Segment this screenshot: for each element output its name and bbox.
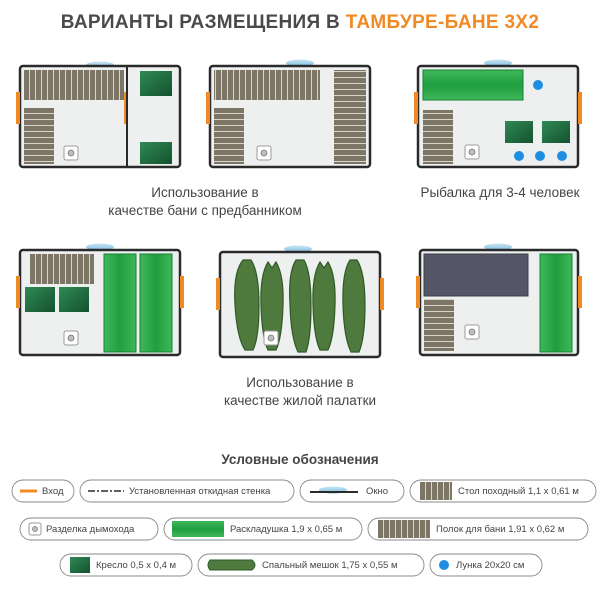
legend-item-sleeping-bag: Спальный мешок 1,75 х 0,55 м — [197, 553, 425, 577]
legend-label: Кресло 0,5 х 0,4 м — [96, 560, 176, 571]
bench — [214, 70, 320, 100]
bench — [423, 110, 453, 164]
cot — [422, 69, 524, 101]
legend-item-chimney: Разделка дымохода — [19, 517, 159, 541]
legend-label: Разделка дымохода — [46, 524, 135, 535]
bench — [24, 70, 124, 100]
legend-label: Полок для бани 1,91 х 0,62 м — [436, 524, 564, 535]
legend-title: Условные обозначения — [221, 452, 379, 467]
chair — [59, 287, 89, 312]
ice-hole — [514, 151, 524, 161]
bench — [334, 70, 366, 164]
legend: Вход Установленная откидная стенка Окно … — [11, 479, 597, 577]
legend-item-hole: Лунка 20х20 см — [429, 553, 543, 577]
title-main: ВАРИАНТЫ РАЗМЕЩЕНИЯ В — [60, 12, 346, 33]
chair — [140, 142, 172, 164]
caption-living-tent: Использование в качестве жилой палатки — [190, 374, 410, 410]
table-icon — [420, 482, 452, 500]
table — [423, 253, 529, 297]
sleeping-bag-icon — [207, 559, 256, 571]
legend-label: Лунка 20х20 см — [456, 560, 524, 571]
layout-bath — [206, 59, 372, 169]
legend-label: Вход — [42, 486, 64, 497]
entrance-mark — [414, 92, 418, 124]
bench-icon — [378, 520, 430, 538]
legend-label: Окно — [366, 486, 388, 497]
layout-bath-with-dressing-room — [16, 61, 182, 169]
caption-line: качестве жилой палатки — [223, 393, 377, 408]
entrance-mark — [16, 276, 20, 308]
chair — [505, 121, 533, 143]
sleeping-bags — [234, 259, 366, 353]
entrance-mark — [216, 278, 220, 310]
legend-label: Установленная откидная стенка — [129, 486, 271, 497]
layout-living-cots — [16, 243, 184, 357]
entrance-mark — [16, 92, 20, 124]
entrance-mark — [578, 276, 582, 308]
bench — [30, 254, 94, 284]
legend-item-wall: Установленная откидная стенка — [79, 479, 295, 503]
cot-icon — [172, 521, 224, 537]
chair — [25, 287, 55, 312]
chair — [140, 71, 172, 96]
legend-item-cot: Раскладушка 1,9 х 0,65 м — [163, 517, 363, 541]
chair — [542, 121, 570, 143]
legend-item-chair: Кресло 0,5 х 0,4 м — [59, 553, 193, 577]
layout-fishing — [414, 59, 582, 169]
entrance-mark — [416, 276, 420, 308]
bench — [424, 299, 454, 351]
caption-bath: Использование в качестве бани с предбанн… — [100, 184, 310, 220]
entrance-mark — [578, 92, 582, 124]
chair-icon — [70, 557, 90, 573]
bench — [24, 108, 54, 164]
cot — [103, 253, 137, 353]
ice-hole-icon — [439, 560, 449, 570]
cot — [539, 253, 573, 353]
legend-label: Стол походный 1,1 х 0,61 м — [458, 486, 579, 497]
caption-line: качестве бани с предбанником — [108, 203, 302, 218]
caption-line: Рыбалка для 3-4 человек — [420, 185, 580, 200]
ice-hole — [535, 151, 545, 161]
caption-line: Использование в — [151, 185, 259, 200]
layout-living-table — [416, 243, 582, 357]
legend-label: Спальный мешок 1,75 х 0,55 м — [262, 560, 398, 571]
cot — [139, 253, 173, 353]
page-title: ВАРИАНТЫ РАЗМЕЩЕНИЯ В ТАМБУРЕ-БАНЕ 3Х2 — [0, 12, 600, 34]
legend-item-entrance: Вход — [11, 479, 75, 503]
caption-line: Использование в — [246, 375, 354, 390]
entrance-mark — [180, 276, 184, 308]
layout-living-tent — [216, 245, 384, 359]
legend-label: Раскладушка 1,9 х 0,65 м — [230, 524, 342, 535]
ice-hole — [533, 80, 543, 90]
bench — [214, 108, 244, 164]
caption-fishing: Рыбалка для 3-4 человек — [400, 184, 600, 202]
ice-hole — [557, 151, 567, 161]
entrance-mark — [206, 92, 210, 124]
entrance-mark — [380, 278, 384, 310]
legend-item-window: Окно — [299, 479, 405, 503]
legend-item-bench: Полок для бани 1,91 х 0,62 м — [367, 517, 589, 541]
title-accent: ТАМБУРЕ-БАНЕ 3Х2 — [345, 12, 540, 33]
legend-item-table: Стол походный 1,1 х 0,61 м — [409, 479, 597, 503]
